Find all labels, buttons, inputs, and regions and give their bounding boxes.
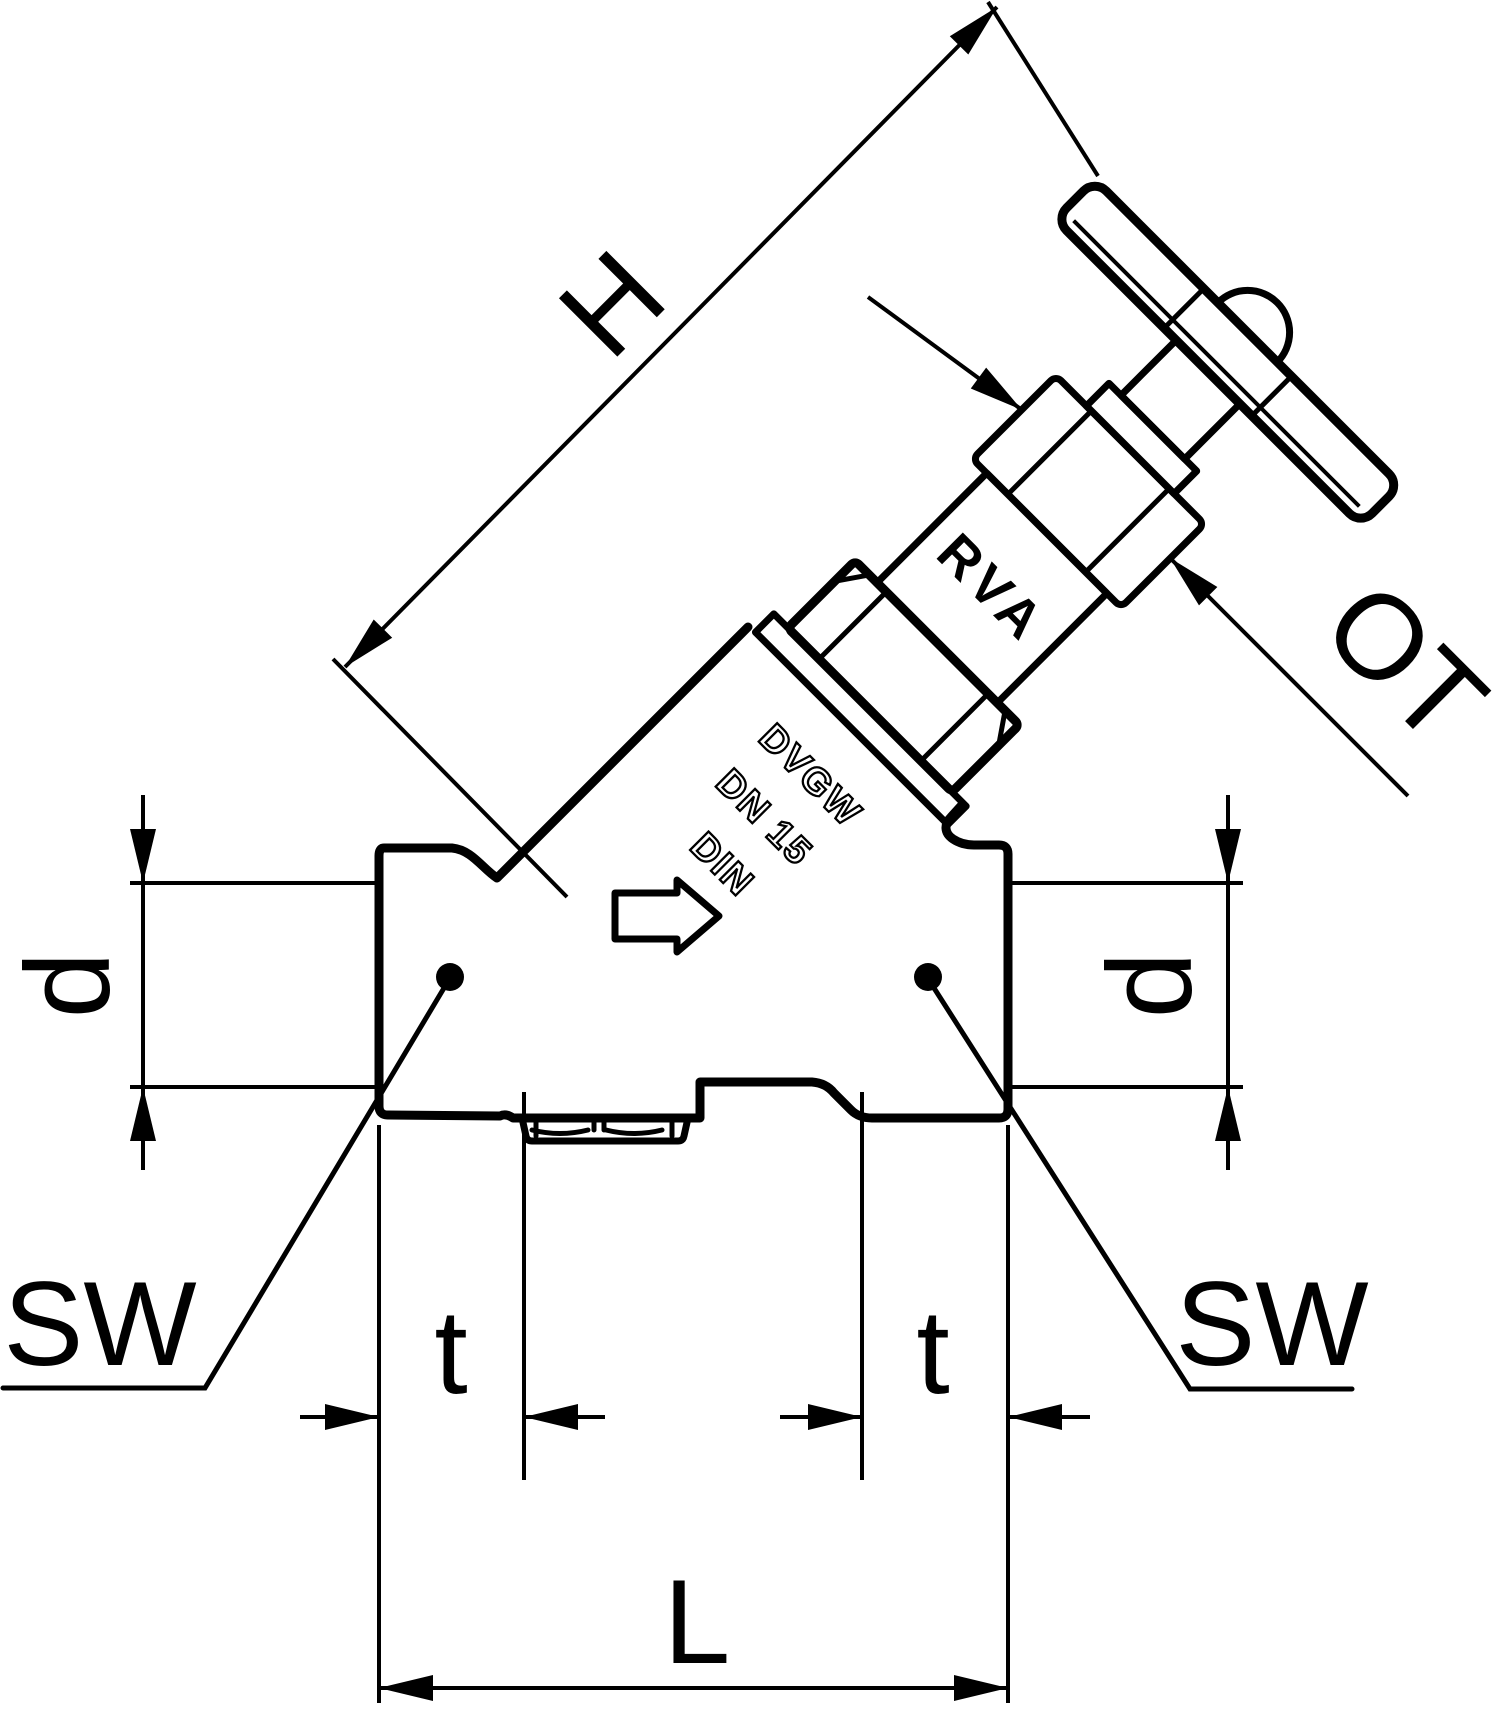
dimension-ot-label: OT [1299,557,1500,770]
dimension-d-right: d [1012,795,1243,1170]
dimension-t-left-label: t [434,1285,467,1419]
callout-sw-left-label: SW [3,1257,196,1391]
dimension-l: L [379,1555,1008,1701]
stamp-text-rva: RVA [925,522,1057,654]
dimension-t-right-label: t [916,1285,949,1419]
dimension-d-left-label: d [1,952,135,1019]
callout-sw-right: SW [914,963,1369,1392]
dimension-t-left: t [300,1092,605,1703]
body-outline-path [374,622,1013,1123]
bonnet-cylinder: RVA [873,469,1111,707]
valve-body-outline: DVGW DN 15 DIN [374,622,1013,1145]
handwheel-hub-arc [1214,286,1294,366]
handwheel [1057,181,1399,523]
callout-dot-icon [436,963,464,991]
dimension-d-left: d [1,795,379,1170]
stem-collar [1082,379,1201,498]
handwheel-bar [1057,181,1399,523]
flow-direction-arrow-icon [611,876,723,956]
callout-sw-left: SW [0,963,464,1391]
dimension-d-right-label: d [1083,952,1217,1019]
body-cast-markings: DVGW DN 15 DIN [681,715,871,906]
callout-sw-right-label: SW [1175,1257,1368,1391]
dimension-h-label: H [534,226,690,382]
callout-dot-icon [914,963,942,991]
dimension-l-label: L [664,1555,731,1689]
valve-stem [1117,336,1244,463]
dimension-t-right: t [780,1092,1090,1703]
drain-boss [518,1114,692,1145]
